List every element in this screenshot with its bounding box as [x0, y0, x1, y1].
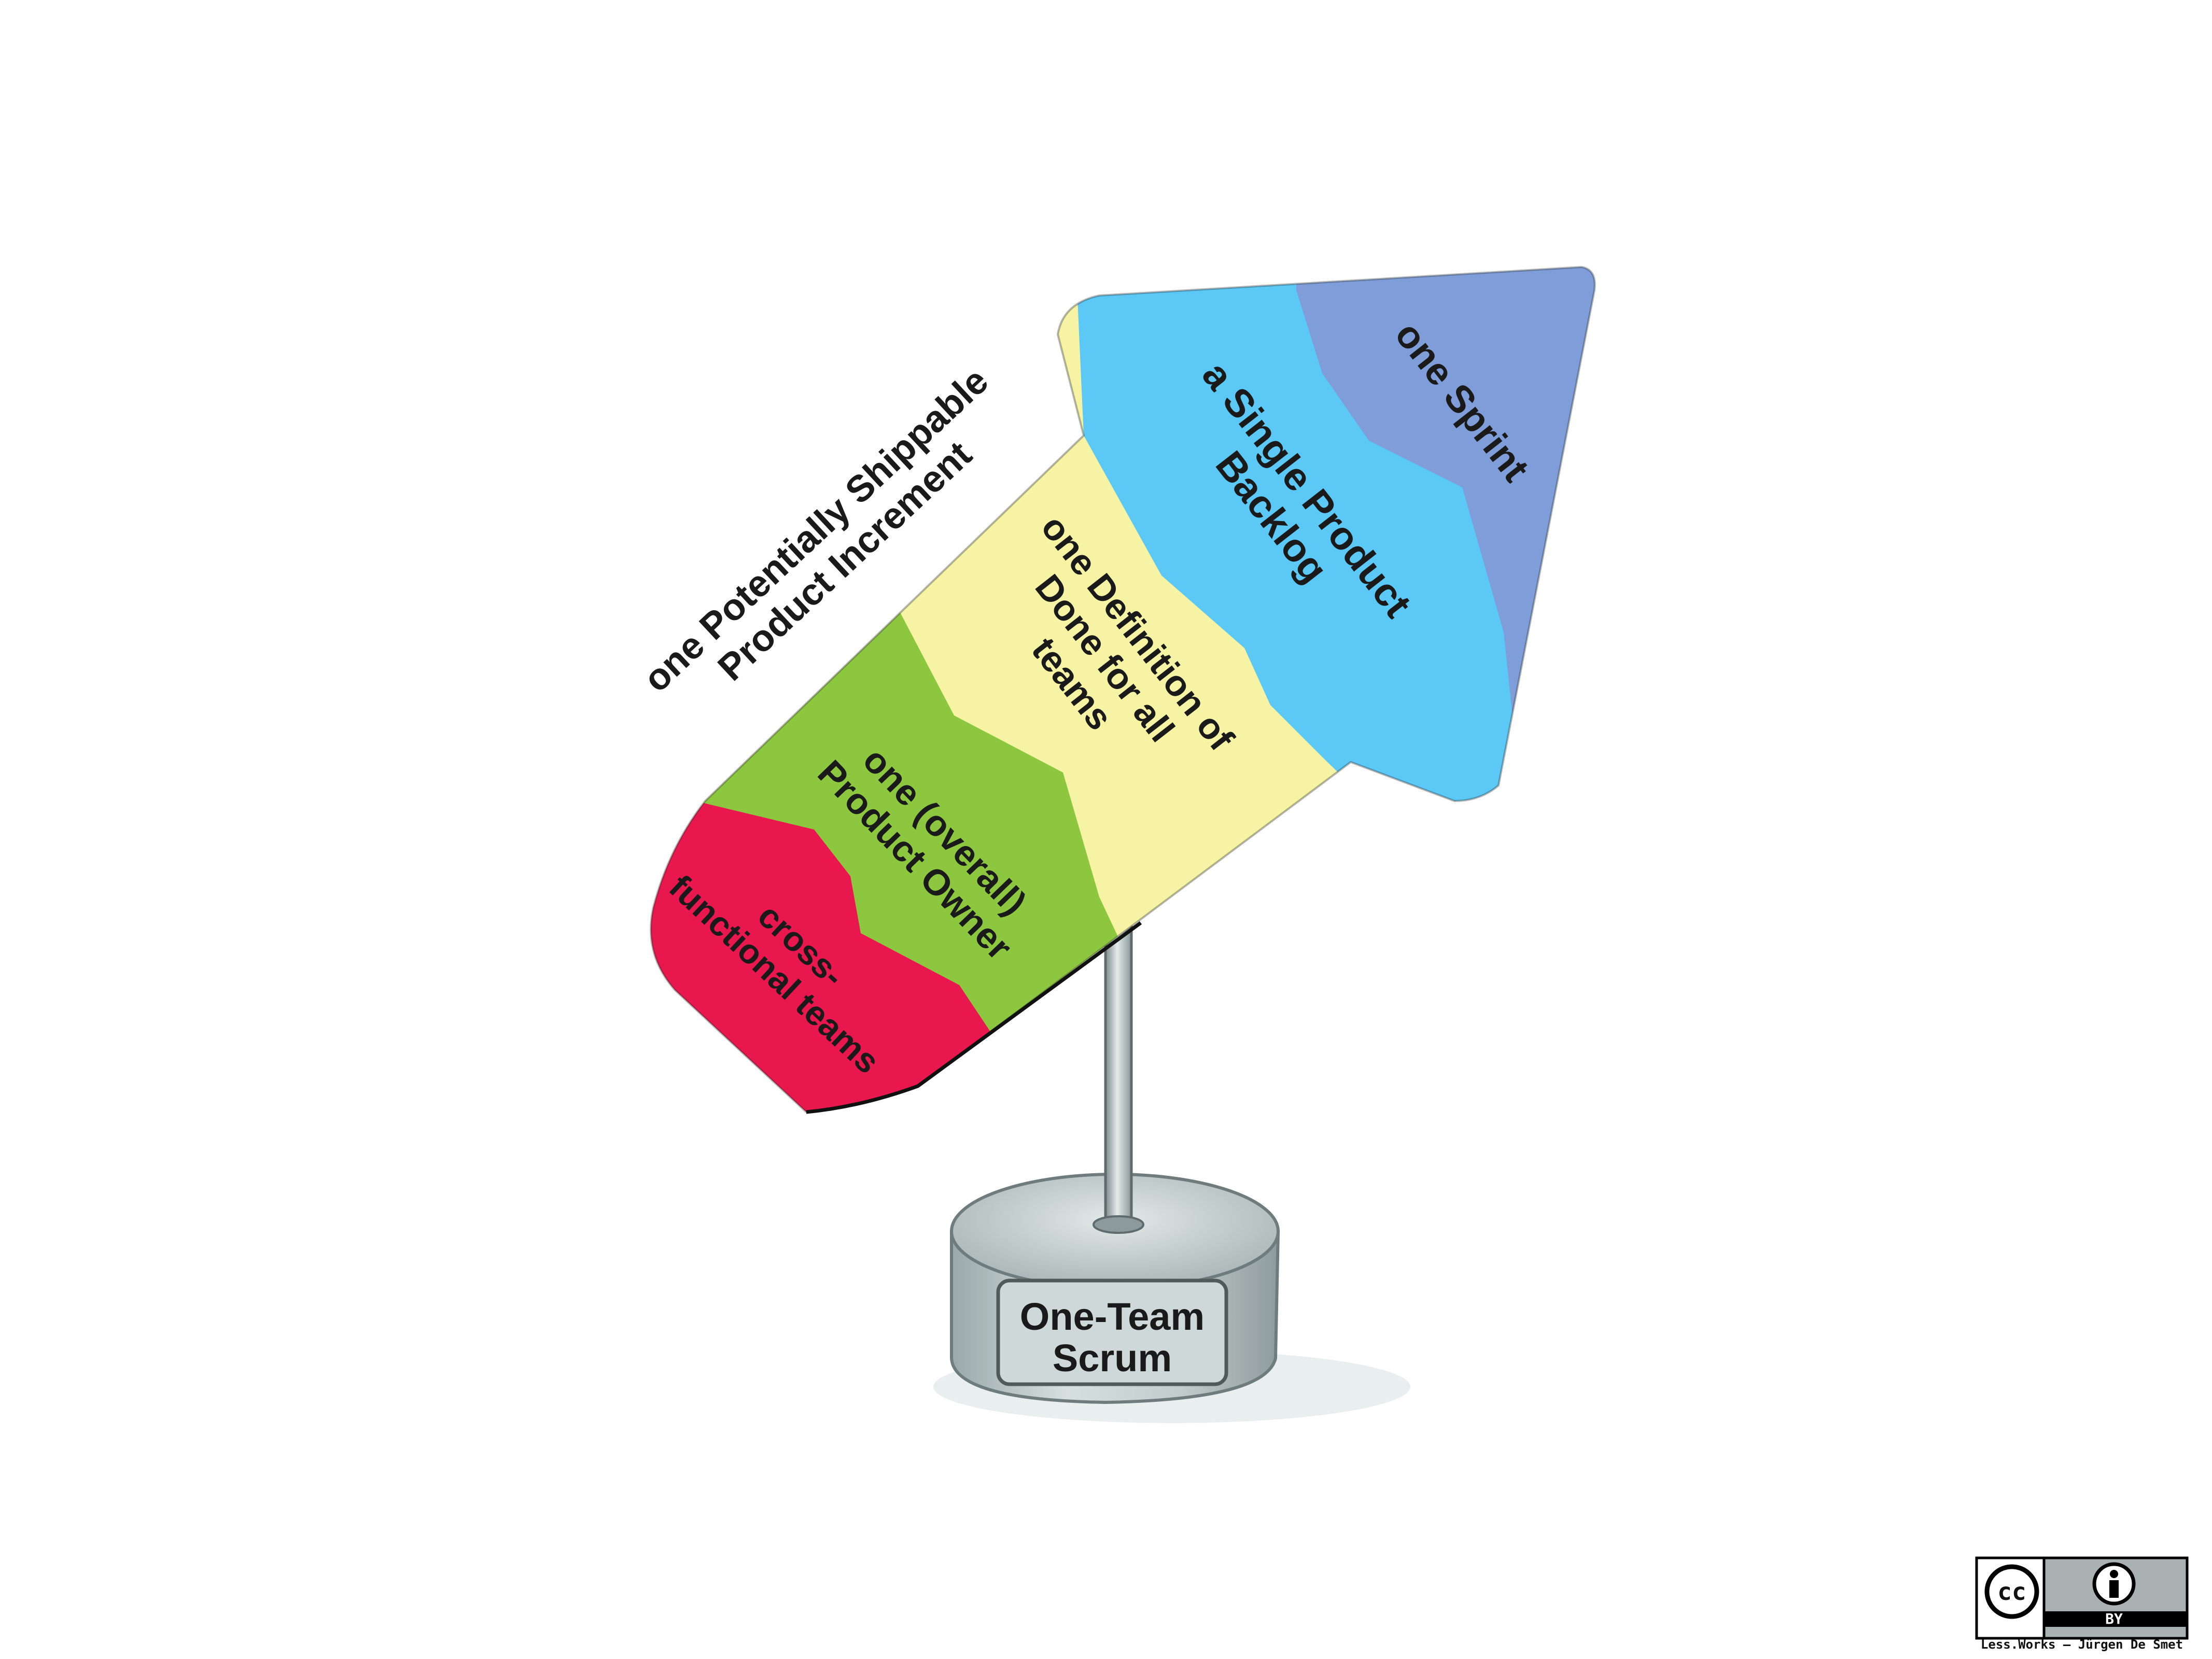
- trophy-pole: [1104, 906, 1133, 1225]
- segment-cross-functional-teams: [651, 267, 1011, 1112]
- arrow-bottom-edge: [806, 921, 1142, 1114]
- cc-symbol: cc: [1997, 1578, 2026, 1606]
- trophy-stand: One-Team Scrum: [933, 906, 1410, 1423]
- cc-by-license-badge: cc BY Less.Works – Jürgen De Smet: [1975, 1556, 2189, 1652]
- person-icon: [2092, 1562, 2136, 1606]
- cc-icon: [1984, 1564, 2039, 1619]
- trophy-plaque: [996, 1278, 1228, 1386]
- plaque-line-1: One-Team: [1020, 1295, 1205, 1338]
- trophy-pole-foot: [1093, 1215, 1144, 1234]
- plaque-line-2: Scrum: [1053, 1337, 1172, 1380]
- by-label: BY: [2105, 1610, 2123, 1627]
- license-credit: Less.Works – Jürgen De Smet: [1981, 1637, 2183, 1652]
- arrow: cross- functional teams one (overall) Pr…: [650, 265, 1596, 1114]
